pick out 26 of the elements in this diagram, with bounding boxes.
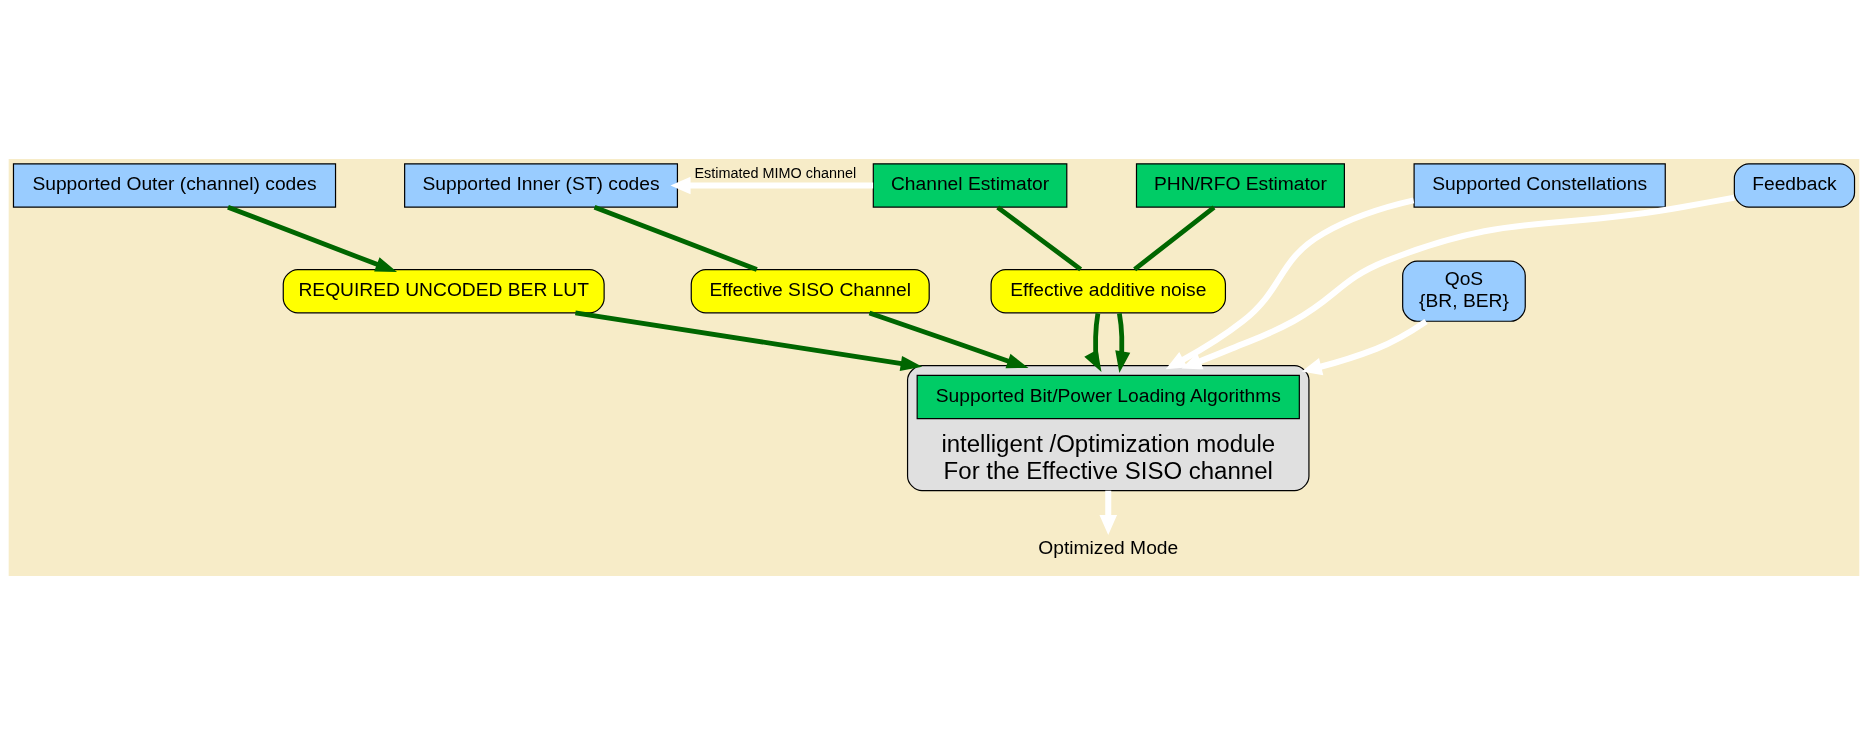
node-box: Effective SISO Channel [690,268,930,313]
node-box: Feedback [1733,162,1856,208]
arrow [1165,197,1415,369]
node-box: Channel Estimator [872,162,1068,208]
node-box: Supported Constellations [1413,162,1666,208]
connector [593,204,758,272]
arrow [1115,312,1131,373]
arrow [1084,312,1102,372]
node-box: Supported Outer (channel) codes [12,162,337,208]
node-box: QoS {BR, BER} [1402,260,1526,322]
arrow [868,310,1029,368]
connector [1133,204,1216,271]
arrow [1181,194,1735,369]
arrow [1301,318,1428,375]
node-box: REQUIRED UNCODED BER LUT [282,268,605,313]
arrow [227,204,398,272]
node-box: Supported Bit/Power Loading Algorithms [916,374,1300,419]
connector [996,204,1083,271]
arrow [575,310,923,371]
arrow [1099,490,1118,535]
edge-label: Estimated MIMO channel [694,164,857,181]
node-box: Effective additive noise [990,268,1226,313]
node-text: Optimized Mode [1038,536,1179,558]
node-box: PHN/RFO Estimator [1135,162,1345,208]
arrow [670,176,874,194]
node-box: Supported Inner (ST) codes [404,162,679,208]
